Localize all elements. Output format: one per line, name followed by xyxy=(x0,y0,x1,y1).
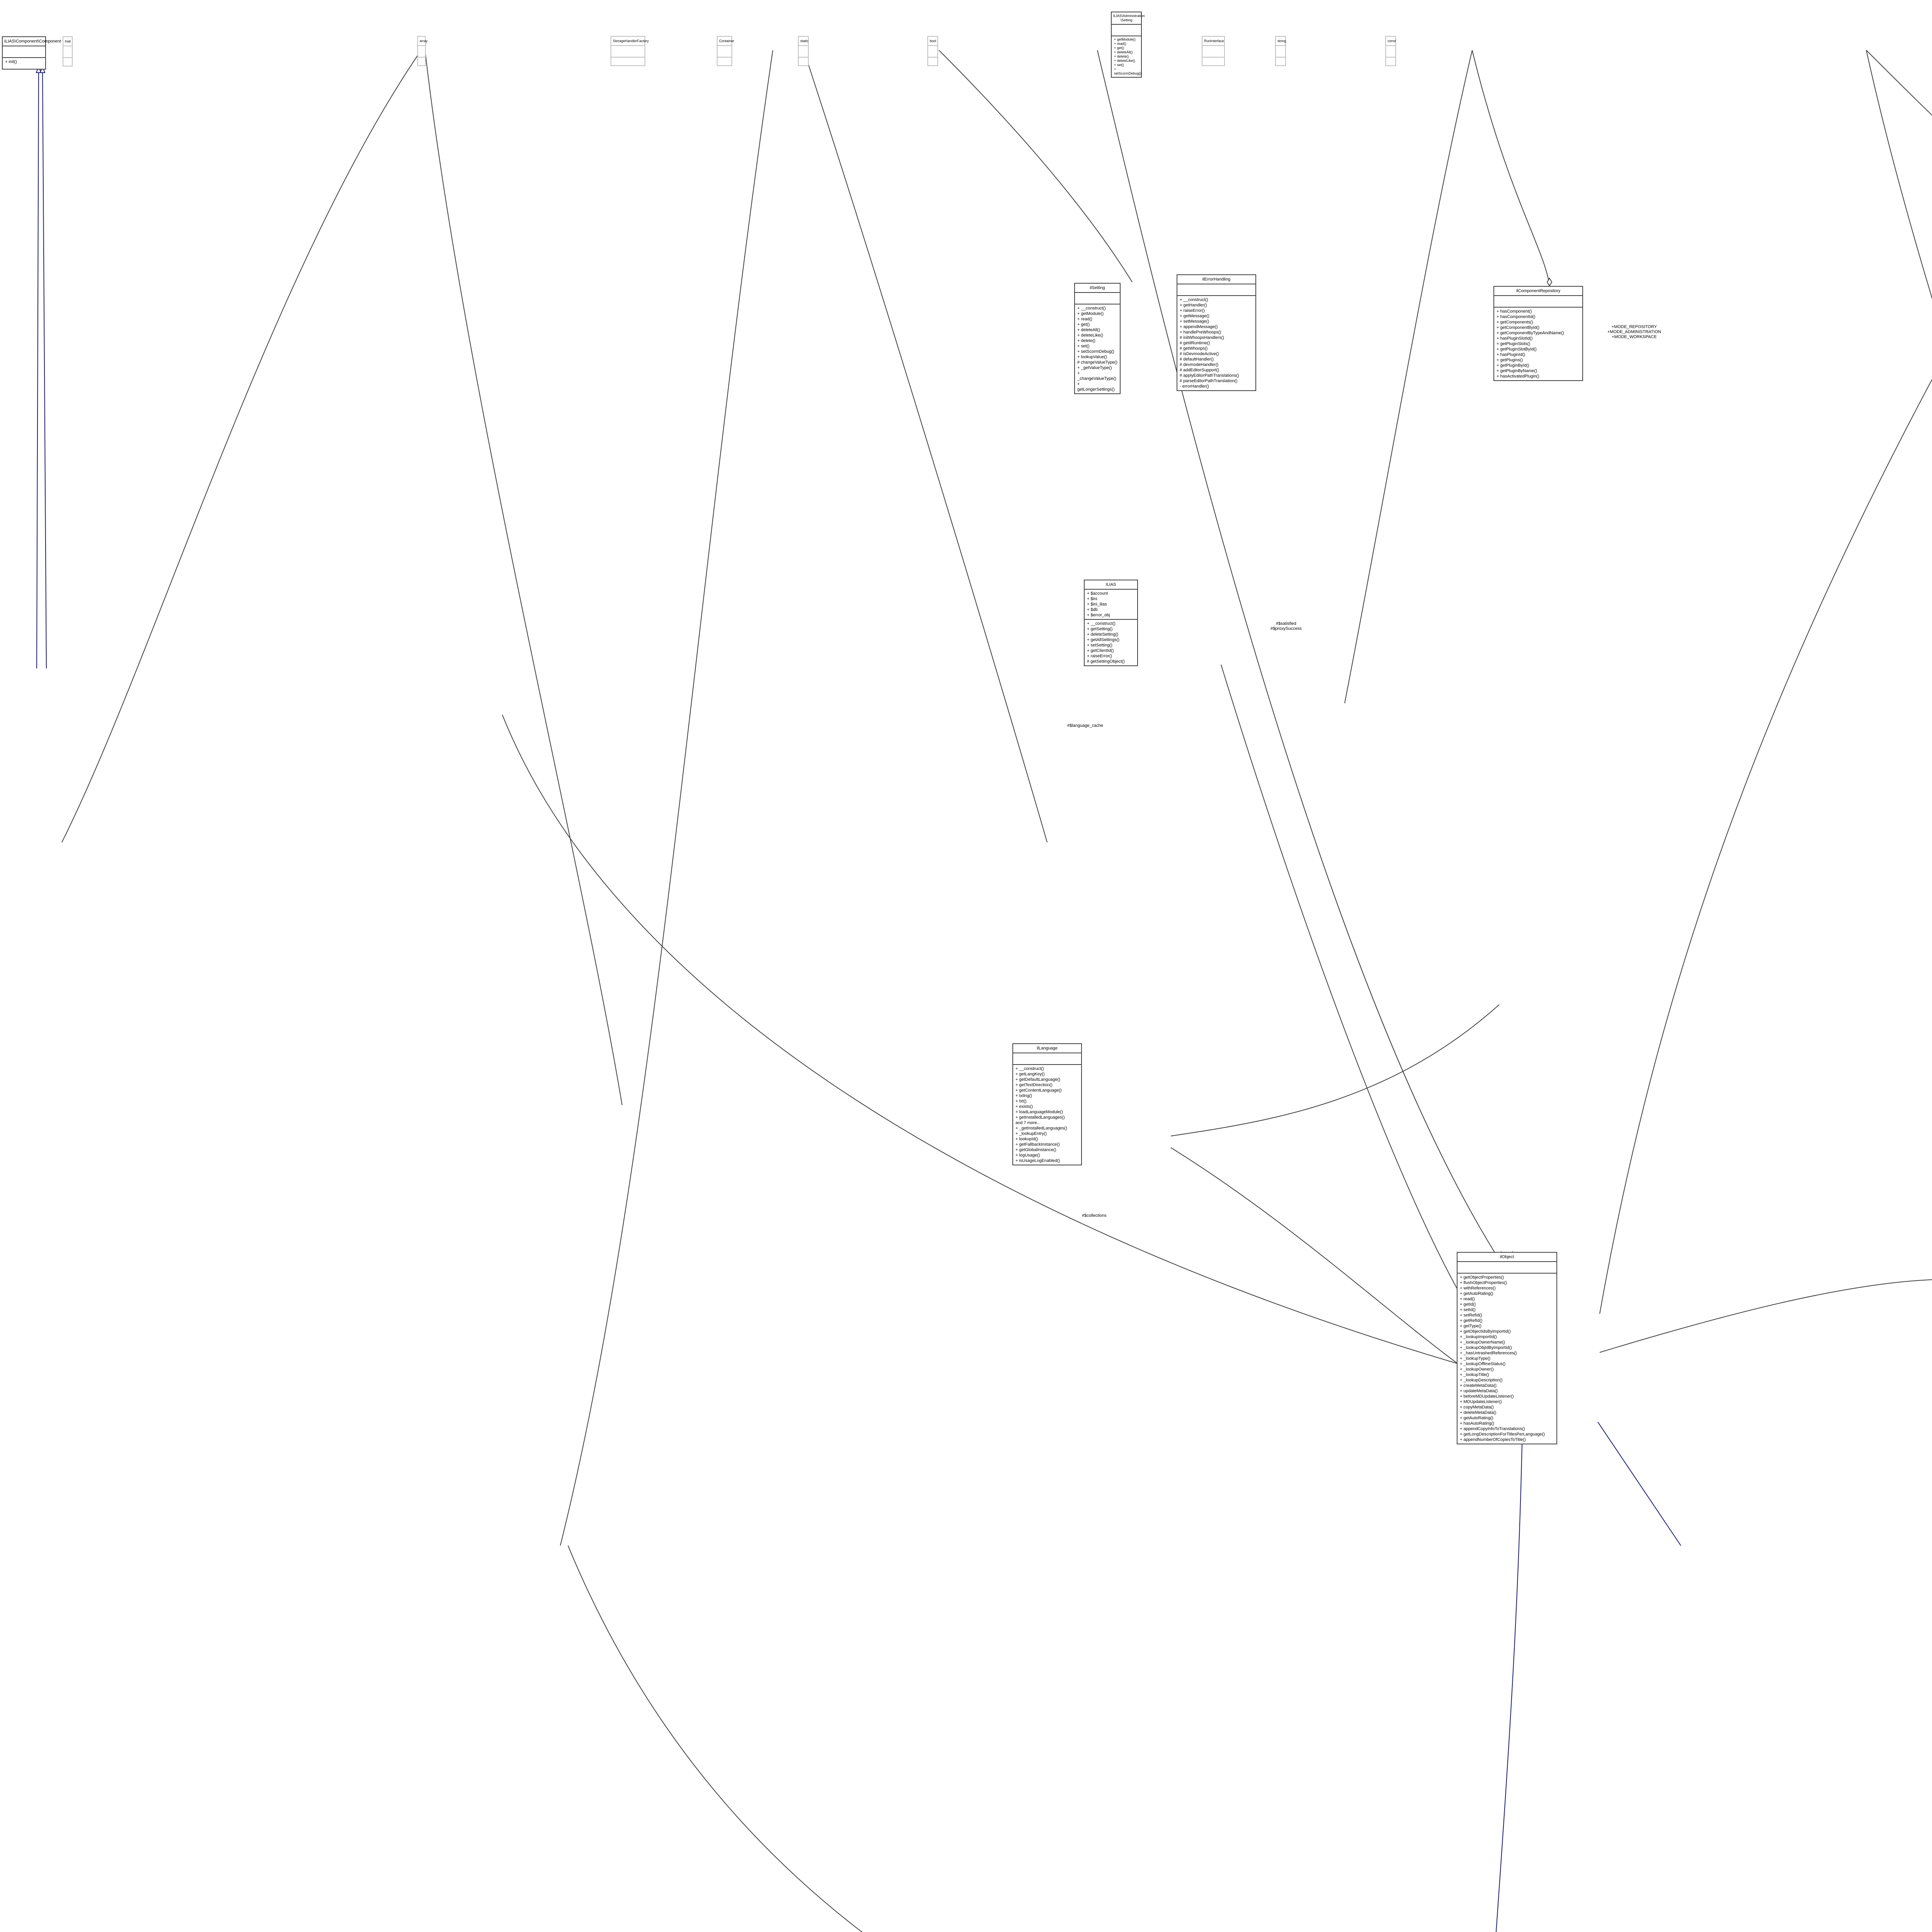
association-edge xyxy=(1866,50,1932,116)
class-title: StorageHandlerFactory xyxy=(611,37,649,46)
inheritance-edge xyxy=(42,69,47,669)
association-edge xyxy=(502,714,1500,1376)
association-edge xyxy=(939,50,1133,282)
class-operations: + __construct() + getLangKey() + getDefa… xyxy=(1015,1066,1067,1163)
class-il-error-handling[interactable]: ilErrorHandling + __construct() + getHan… xyxy=(1177,274,1256,391)
class-operations: + __construct() + getSetting() + deleteS… xyxy=(1087,621,1125,664)
class-component[interactable]: ILIAS\Component\Component + init() xyxy=(2,36,61,70)
association-edge xyxy=(425,50,622,1105)
class-title: const xyxy=(1386,37,1396,46)
association-edge xyxy=(1344,50,1473,704)
association-edge xyxy=(61,50,422,843)
class-operations: + __construct() + getModule() + read() +… xyxy=(1077,306,1117,392)
class-run-interface[interactable]: RunInterface xyxy=(1202,36,1225,66)
association-edge xyxy=(803,50,1048,843)
class-title: RunInterface xyxy=(1202,37,1224,46)
class-title: static xyxy=(799,37,808,46)
class-attributes xyxy=(718,46,731,58)
class-title: bool xyxy=(928,37,937,46)
inheritance-edge xyxy=(1597,1422,1681,1546)
class-attributes xyxy=(1458,1262,1556,1274)
class-bool[interactable]: bool xyxy=(927,36,938,66)
class-trait[interactable]: trait xyxy=(63,36,73,66)
edge-label-language-cache: #$language_cache xyxy=(1067,723,1103,728)
class-ilias[interactable]: ILIAS + $account + $ini + $ini_ilias + $… xyxy=(1084,580,1138,666)
class-attributes xyxy=(1013,1053,1081,1065)
class-attributes xyxy=(1386,46,1395,58)
association-edge xyxy=(1097,50,1500,1260)
class-title: ilLanguage xyxy=(1013,1044,1081,1053)
class-title: string xyxy=(1276,37,1286,46)
class-admin-setting[interactable]: ILIAS\Administration \Setting + getModul… xyxy=(1111,12,1145,78)
class-const[interactable]: const xyxy=(1385,36,1396,66)
inheritance-edge xyxy=(1495,1425,1523,1932)
inheritance-arrowhead xyxy=(39,65,46,73)
class-title: Container xyxy=(718,37,734,46)
class-operations: + getObjectProperties() + flushObjectPro… xyxy=(1460,1275,1545,1442)
class-il-language[interactable]: ilLanguage + __construct() + getLangKey(… xyxy=(1012,1043,1082,1165)
class-operations: + init() xyxy=(5,60,17,64)
class-attributes xyxy=(1177,284,1255,296)
class-attributes xyxy=(611,46,645,58)
inheritance-arrowhead xyxy=(36,65,42,73)
class-attributes xyxy=(799,46,808,58)
class-title: ILIAS\Administration \Setting xyxy=(1112,12,1145,25)
class-operations: + getModule() + read() + get() + deleteA… xyxy=(1114,37,1141,75)
class-il-object[interactable]: ilObject + getObjectProperties() + flush… xyxy=(1457,1252,1557,1444)
class-operations: + __construct() + getHandler() + raiseEr… xyxy=(1180,298,1239,389)
association-edge xyxy=(1866,50,1932,299)
aggregation-diamond xyxy=(1546,277,1553,287)
class-title: ILIAS xyxy=(1085,580,1137,590)
class-string[interactable]: string xyxy=(1275,36,1286,66)
association-edge xyxy=(1472,50,1550,286)
class-array[interactable]: array xyxy=(417,36,428,66)
class-attributes xyxy=(1075,293,1120,304)
class-title: ilObject xyxy=(1458,1253,1556,1262)
class-attributes xyxy=(928,46,937,58)
edge-label-satisfied-proxy: #$satisfied #$proxySuccess xyxy=(1270,621,1302,631)
class-il-setting[interactable]: ilSetting + __construct() + getModule() … xyxy=(1074,283,1121,394)
class-title: ilErrorHandling xyxy=(1177,275,1255,284)
association-edge xyxy=(1599,379,1932,1314)
class-attributes xyxy=(1202,46,1224,58)
class-attributes xyxy=(3,46,45,58)
inheritance-edge xyxy=(36,69,39,669)
class-attributes: + $account + $ini + $ini_ilias + $db + $… xyxy=(1085,590,1137,620)
class-attributes xyxy=(63,46,72,58)
association-edge xyxy=(1170,1004,1500,1136)
class-attributes xyxy=(1494,296,1582,308)
class-attributes xyxy=(1276,46,1285,58)
class-attributes xyxy=(418,46,425,58)
class-attributes xyxy=(1112,25,1141,36)
class-storage-handler-factory[interactable]: StorageHandlerFactory xyxy=(611,36,649,66)
class-container[interactable]: Container xyxy=(717,36,734,66)
class-title: ilComponentRepository xyxy=(1494,287,1582,296)
class-title: ILIAS\Component\Component xyxy=(3,37,61,46)
class-operations: + hasComponent() + hasComponentId() + ge… xyxy=(1497,309,1564,379)
edge-label-collections: #$collections xyxy=(1082,1213,1107,1218)
association-edge xyxy=(1599,1279,1932,1353)
class-title: array xyxy=(418,37,428,46)
association-edge xyxy=(1221,664,1500,1353)
class-title: ilSetting xyxy=(1075,284,1120,293)
edge-label-mode-consts: +MODE_REPOSITORY +MODE_ADMINISTRATION +M… xyxy=(1607,325,1661,339)
class-title: trait xyxy=(63,37,72,46)
association-edge xyxy=(560,50,773,1546)
class-static[interactable]: static xyxy=(798,36,809,66)
association-edge xyxy=(1170,1147,1500,1391)
association-edge xyxy=(568,1545,863,1932)
class-il-component-repository[interactable]: ilComponentRepository + hasComponent() +… xyxy=(1493,286,1583,381)
